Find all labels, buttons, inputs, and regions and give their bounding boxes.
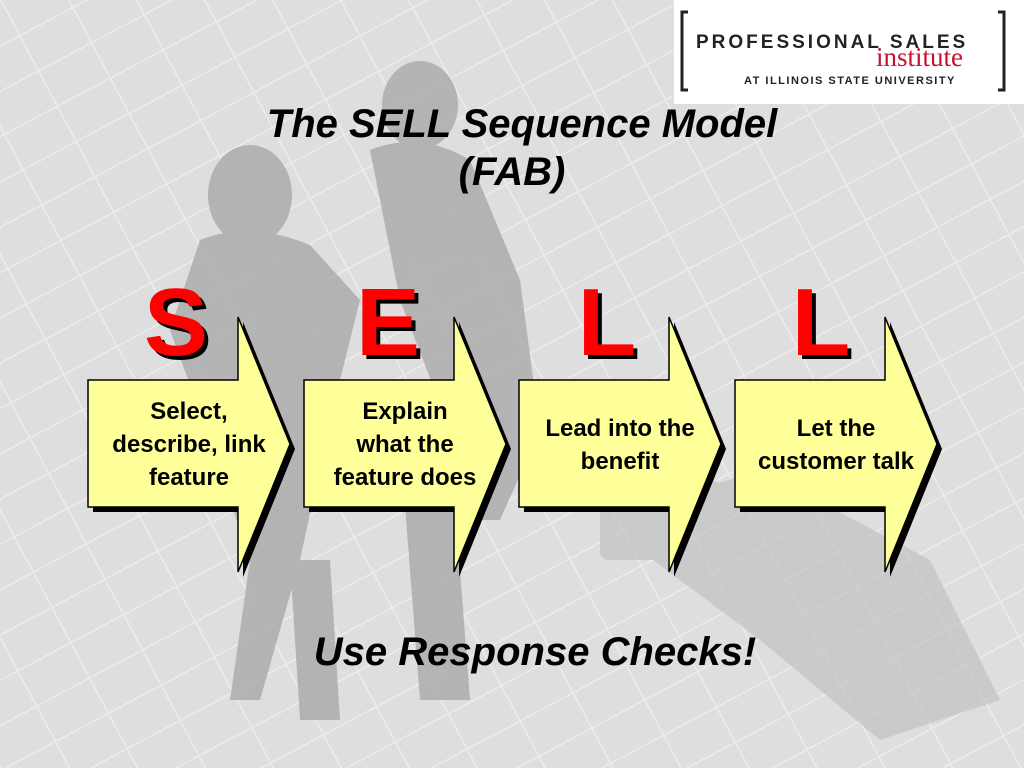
arrow-body (87, 316, 291, 573)
logo-line-3: AT ILLINOIS STATE UNIVERSITY (744, 75, 956, 87)
arrow-lead (518, 316, 726, 577)
arrow-explain (303, 316, 511, 577)
arrow-body (303, 316, 507, 573)
step-label-select: Select, describe, link feature (112, 398, 266, 491)
step-letter-s: S (143, 269, 209, 376)
logo-line-1: PROFESSIONAL SALES (696, 32, 968, 53)
arrow-body (734, 316, 938, 573)
footer-callout: Use Response Checks! (313, 630, 757, 674)
institute-logo: PROFESSIONAL SALES institute AT ILLINOIS… (674, 0, 1024, 104)
arrow-body (518, 316, 722, 573)
arrow-select (87, 316, 295, 577)
step-letter-l-2: L (791, 269, 851, 376)
step-letter-e: E (355, 269, 421, 376)
step-label-explain: Explain what the feature does (333, 398, 477, 491)
slide-title: The SELL Sequence Model (266, 102, 778, 146)
step-label-let: Let the customer talk (757, 415, 915, 475)
step-label-lead: Lead into the benefit (545, 415, 695, 475)
logo-line-2: institute (876, 42, 963, 72)
slide-subtitle: (FAB) (458, 150, 566, 194)
step-letter-l-1: L (577, 269, 637, 376)
arrow-let (734, 316, 942, 577)
